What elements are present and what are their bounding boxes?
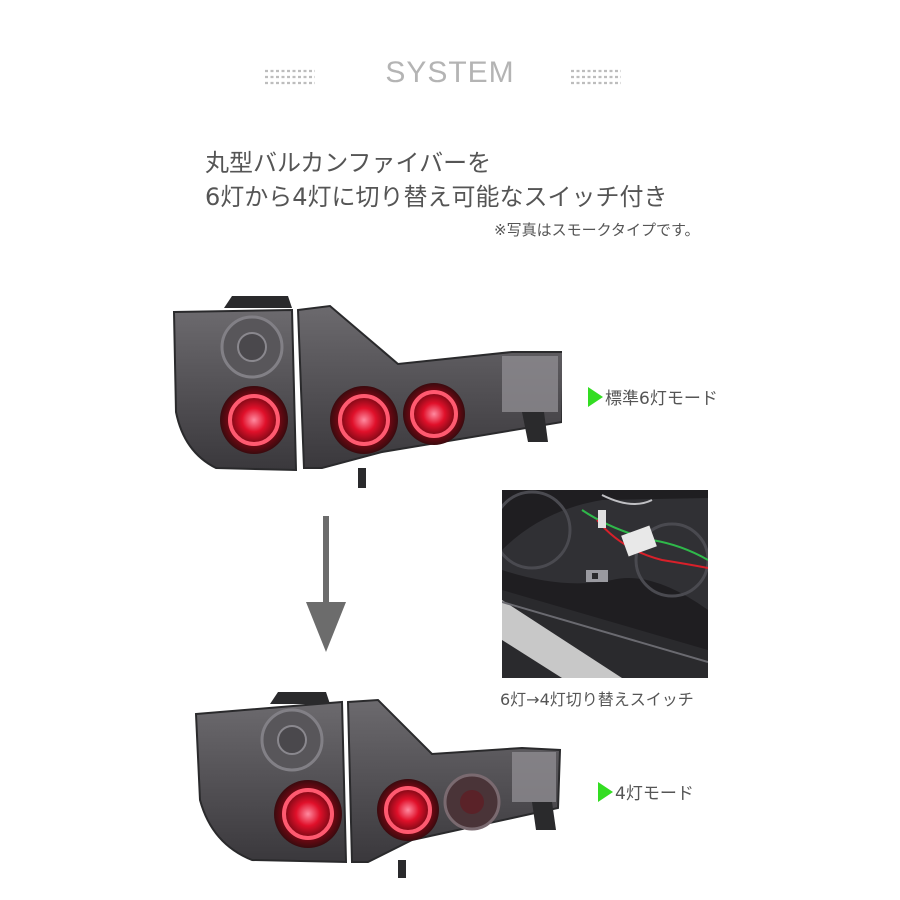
tail-light-four-lamp-image <box>194 692 562 878</box>
switch-photo-caption: 6灯→4灯切り替えスイッチ <box>500 690 694 709</box>
arrow-down-icon <box>306 516 346 652</box>
play-triangle-icon <box>588 386 603 407</box>
four-lamp-mode-label: 4灯モード <box>598 779 694 804</box>
six-lamp-mode-text: 標準6灯モード <box>605 389 718 409</box>
headline-line-1: 丸型バルカンファイバーを <box>205 149 492 177</box>
photo-note: ※写真はスモークタイプです。 <box>494 221 700 239</box>
right-ornament-icon <box>571 69 621 85</box>
headline-line-2: 6灯から4灯に切り替え可能なスイッチ付き <box>205 183 668 211</box>
page-title: SYSTEM <box>385 56 515 89</box>
tail-light-six-lamp-image <box>172 296 562 488</box>
four-lamp-mode-text: 4灯モード <box>615 784 694 804</box>
left-ornament-icon <box>265 69 315 85</box>
play-triangle-icon <box>598 781 613 802</box>
six-lamp-mode-label: 標準6灯モード <box>588 384 718 409</box>
switch-closeup-photo <box>502 490 708 678</box>
